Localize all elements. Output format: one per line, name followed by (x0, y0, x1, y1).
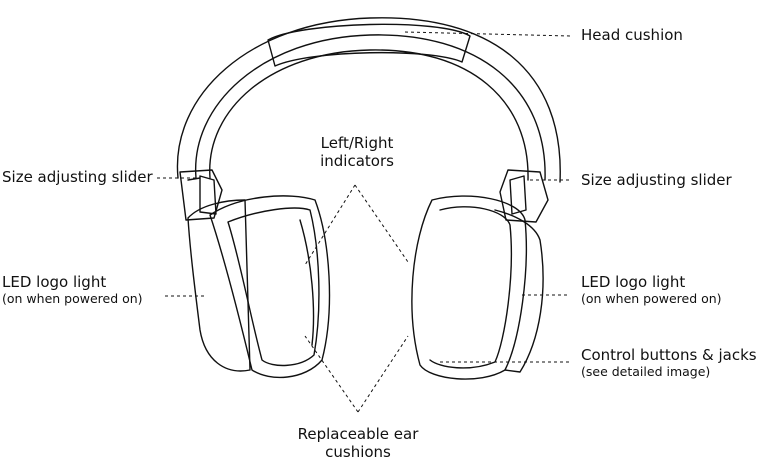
label-ear-cushions-line1: Replaceable ear (297, 425, 419, 443)
label-controls: Control buttons & jacks (see detailed im… (581, 346, 757, 379)
head-cushion-shape (267, 23, 471, 67)
label-size-slider-right: Size adjusting slider (581, 171, 732, 189)
label-led-left: LED logo light (on when powered on) (2, 273, 143, 306)
label-size-slider-left: Size adjusting slider (2, 168, 153, 186)
label-lr-indicators-line2: indicators (320, 152, 394, 170)
label-controls-sub: (see detailed image) (581, 364, 711, 379)
right-earcup (411, 195, 544, 380)
headband (176, 17, 561, 183)
right-slider (499, 169, 549, 223)
leader-cushion-right (357, 335, 409, 413)
leader-lr-left (304, 184, 356, 266)
label-led-right: LED logo light (on when powered on) (581, 273, 722, 306)
label-ear-cushions-line2: cushions (325, 443, 391, 461)
left-earcup (187, 195, 331, 379)
label-led-right-sub: (on when powered on) (581, 291, 722, 306)
label-led-left-main: LED logo light (2, 273, 107, 291)
leader-head-cushion (404, 31, 571, 37)
label-controls-main: Control buttons & jacks (581, 346, 757, 364)
label-ear-cushions: Replaceable ear cushions (288, 425, 428, 461)
label-lr-indicators-line1: Left/Right (320, 134, 394, 152)
label-led-left-sub: (on when powered on) (2, 291, 143, 306)
left-slider (179, 169, 223, 221)
leader-cushion-left (304, 335, 359, 413)
leader-lr-right (354, 184, 409, 263)
label-head-cushion: Head cushion (581, 26, 683, 44)
label-led-right-main: LED logo light (581, 273, 686, 291)
label-lr-indicators: Left/Right indicators (318, 134, 396, 170)
